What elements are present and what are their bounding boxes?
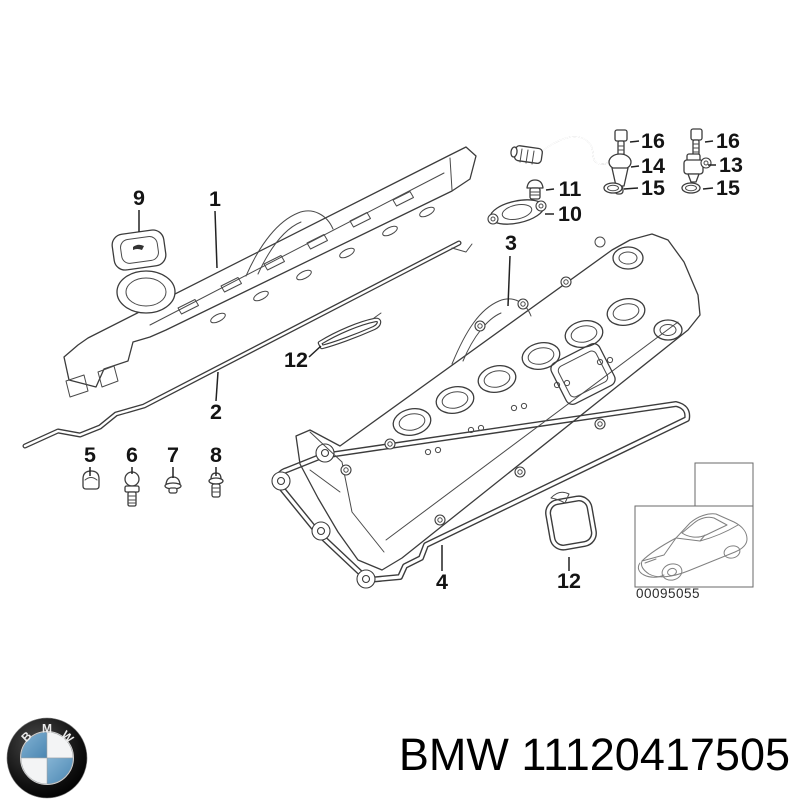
callout-label-4[interactable]: 4	[436, 570, 448, 594]
fastener-8-screw-plug	[208, 472, 224, 498]
callout-label-6[interactable]: 6	[126, 443, 138, 467]
cap-9-drawing	[111, 229, 167, 271]
callout-label-8[interactable]: 8	[210, 443, 222, 467]
seal-12-lower-drawing	[545, 491, 597, 551]
sensor-13-drawing	[683, 153, 712, 183]
callout-label-12[interactable]: 12	[557, 569, 581, 593]
callout-label-12[interactable]: 12	[284, 348, 308, 372]
callout-label-10[interactable]: 10	[558, 202, 582, 226]
fastener-5-cap	[82, 470, 100, 490]
callout-label-15[interactable]: 15	[716, 176, 740, 200]
callout-label-14[interactable]: 14	[641, 154, 665, 178]
valve-cover-1-drawing	[63, 146, 477, 398]
callout-leader-15	[702, 187, 714, 190]
callout-leader-14	[630, 165, 640, 168]
bmw-logo: B M W	[6, 717, 88, 799]
callout-leader-1	[214, 210, 218, 269]
callout-label-11[interactable]: 11	[559, 177, 582, 201]
vehicle-inset[interactable]: 00095055	[634, 462, 754, 601]
callout-leader-11	[545, 188, 555, 191]
callout-label-9[interactable]: 9	[133, 186, 145, 210]
logo-quadrants	[20, 731, 74, 785]
callout-label-3[interactable]: 3	[505, 231, 517, 255]
cover-bolt-holes	[340, 276, 606, 526]
callout-leader-2	[215, 371, 219, 402]
gasket-2-drawing	[22, 240, 473, 449]
callout-leader-3	[507, 255, 511, 307]
inset-car-box	[634, 505, 754, 588]
gasket-4-bolt-ears	[271, 443, 376, 589]
plug-11-drawing	[526, 179, 544, 200]
callout-label-5[interactable]: 5	[84, 443, 96, 467]
callout-label-13[interactable]: 13	[719, 153, 743, 177]
part-number-text: BMW 11120417505	[398, 729, 790, 780]
callout-leader-16	[704, 140, 714, 143]
callout-leader-16	[629, 140, 640, 143]
bolt-16-right	[690, 128, 703, 156]
callout-label-15[interactable]: 15	[641, 176, 665, 200]
o-ring-15-left	[603, 182, 623, 194]
callout-label-7[interactable]: 7	[167, 443, 179, 467]
seal-12-upper-drawing	[317, 312, 382, 350]
gasket-4-drawing	[271, 401, 691, 589]
callout-leader-15	[623, 187, 639, 190]
inset-upper-box	[694, 462, 754, 507]
spark-plug-openings	[392, 298, 646, 436]
callout-leader-12	[308, 345, 322, 358]
fastener-7-grommet	[164, 476, 182, 494]
callout-label-2[interactable]: 2	[210, 400, 222, 424]
callout-label-1[interactable]: 1	[209, 187, 221, 211]
valve-cover-3-drawing	[295, 233, 701, 571]
fastener-6-ball-stud	[124, 471, 140, 507]
flange-gasket-10-drawing	[487, 199, 547, 225]
callout-label-16[interactable]: 16	[716, 129, 740, 153]
callout-label-16[interactable]: 16	[641, 129, 665, 153]
detail-marks	[424, 356, 614, 456]
o-ring-15-right	[681, 182, 701, 194]
inset-image-code: 00095055	[636, 586, 700, 601]
oil-filler-neck	[116, 270, 176, 314]
svg-text:M: M	[42, 722, 52, 736]
car-silhouette-icon	[637, 513, 748, 581]
